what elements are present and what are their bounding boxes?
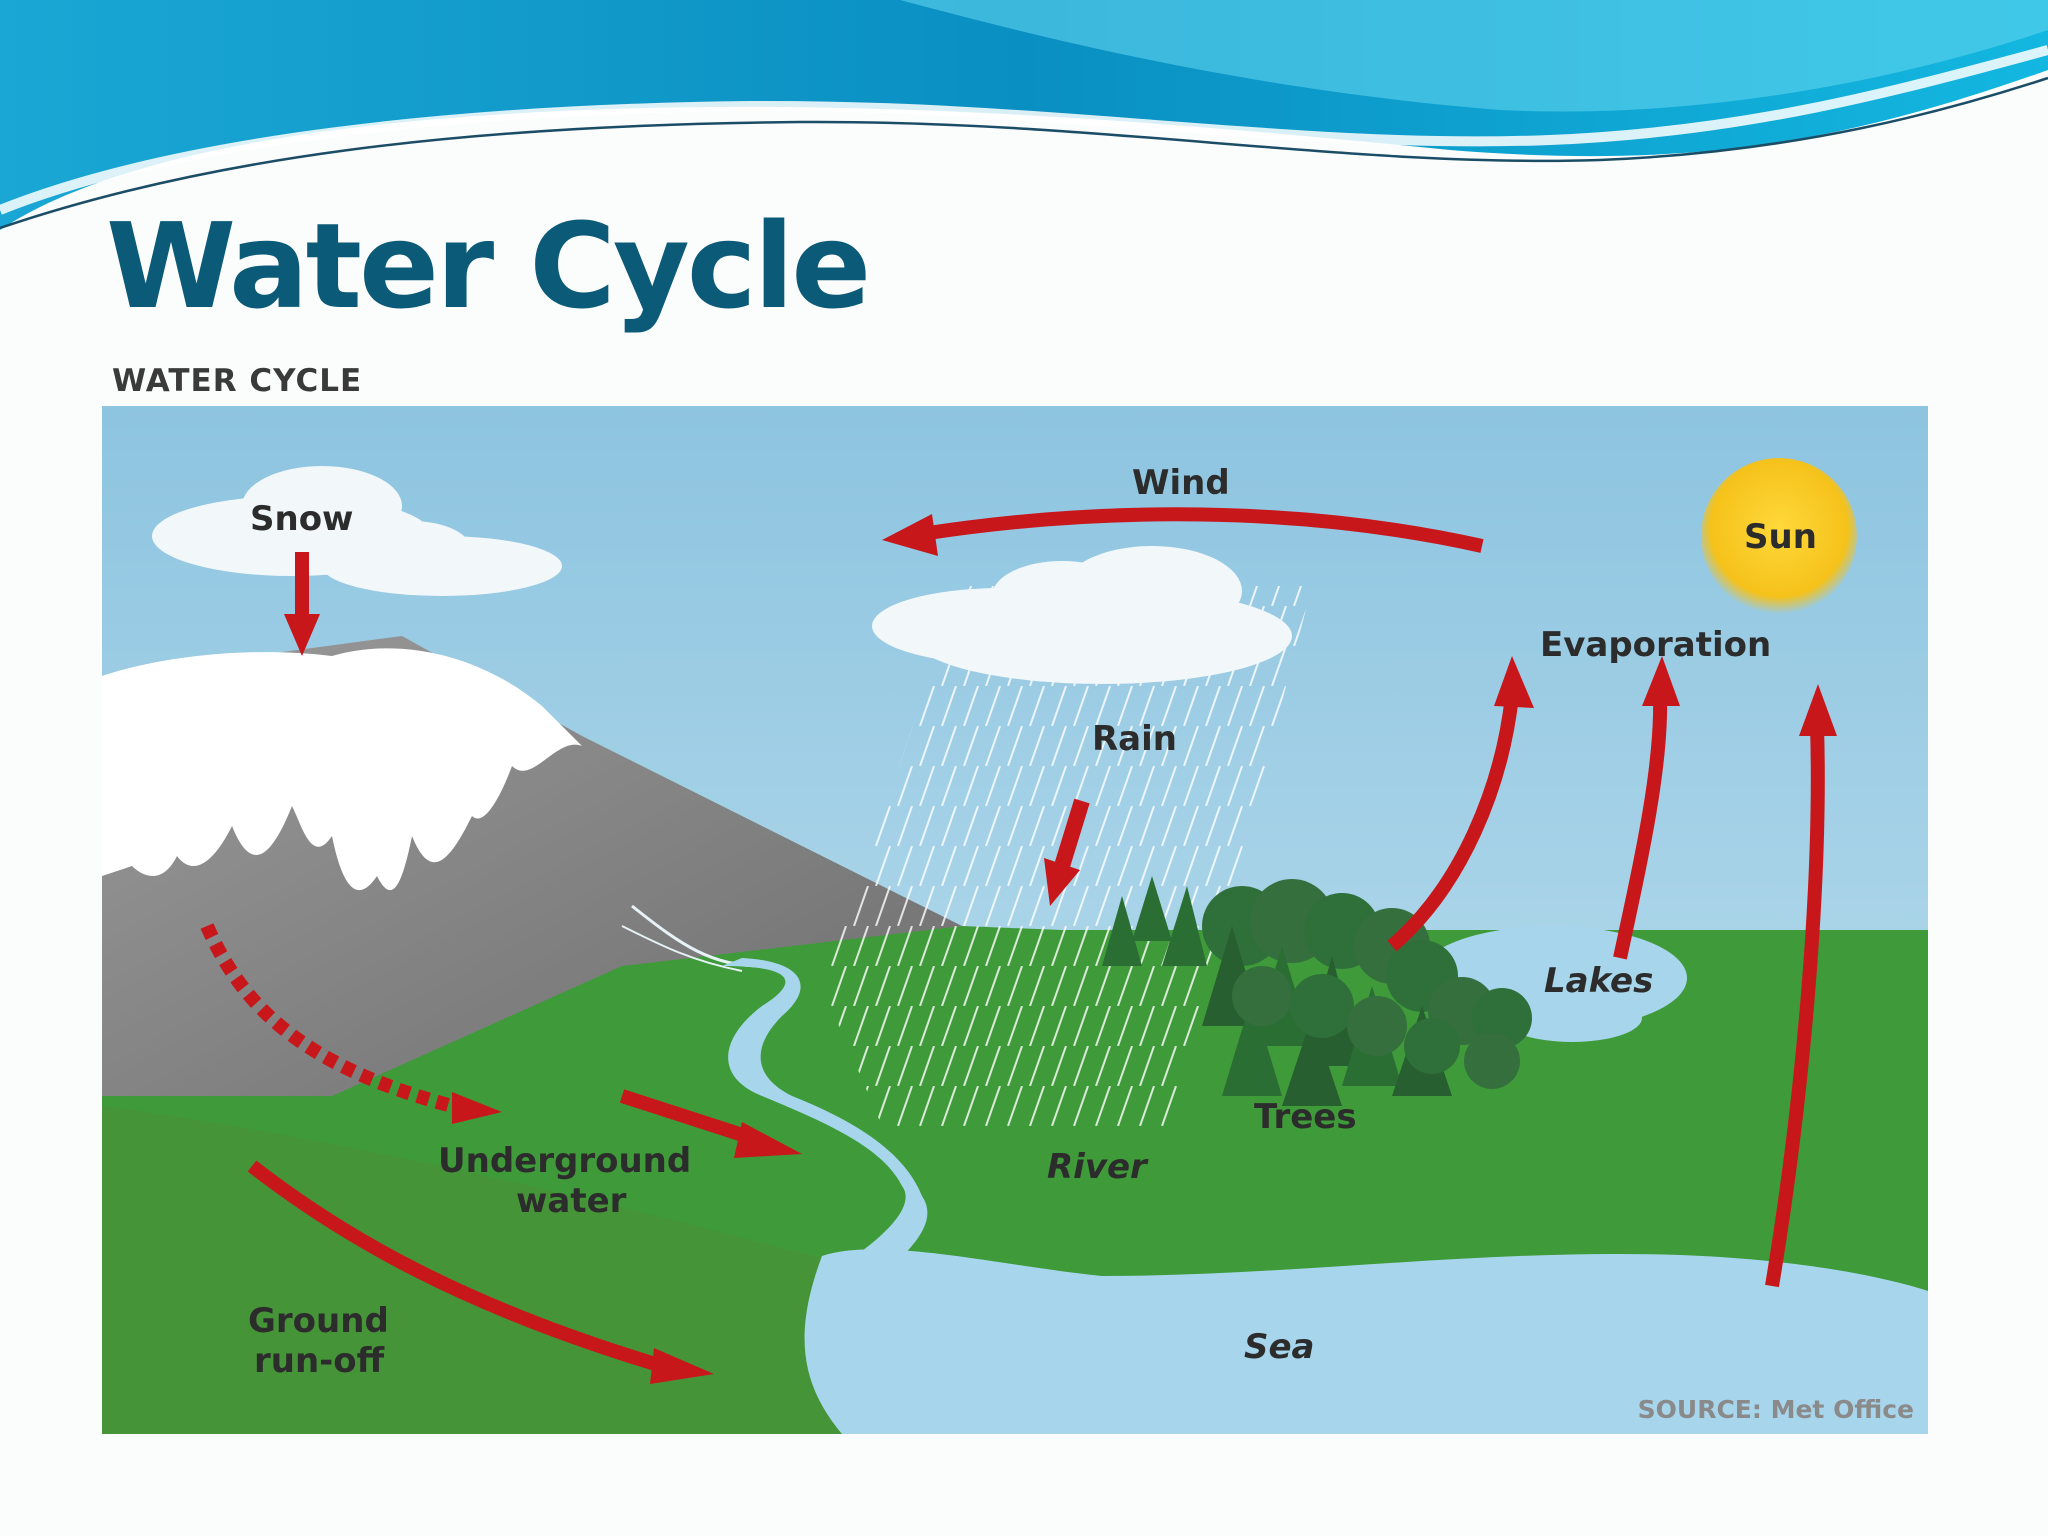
snow-cloud bbox=[152, 466, 562, 596]
label-wind: Wind bbox=[1132, 463, 1230, 503]
label-snow: Snow bbox=[250, 499, 353, 539]
label-river: River bbox=[1047, 1147, 1149, 1187]
rain-cloud bbox=[872, 546, 1292, 684]
wind-arrow bbox=[882, 507, 1484, 556]
label-underground-line1: Underground bbox=[438, 1141, 691, 1181]
runoff-arrow bbox=[247, 1160, 714, 1384]
label-sea: Sea bbox=[1244, 1327, 1315, 1367]
label-evaporation: Evaporation bbox=[1540, 625, 1771, 665]
sun bbox=[1701, 458, 1857, 614]
snow-arrow bbox=[284, 552, 320, 656]
label-lakes: Lakes bbox=[1544, 961, 1653, 1001]
underground-arrow-dashed bbox=[200, 923, 502, 1124]
river bbox=[722, 958, 928, 1286]
label-runoff-line2: run-off bbox=[254, 1341, 385, 1381]
label-sun: Sun bbox=[1744, 517, 1817, 557]
label-underground-line2: water bbox=[516, 1181, 627, 1221]
label-runoff-line1: Ground bbox=[248, 1301, 389, 1341]
slide-title: Water Cycle bbox=[106, 197, 871, 335]
diagram-heading: WATER CYCLE bbox=[112, 363, 363, 399]
evaporation-arrow-lake bbox=[1613, 656, 1680, 960]
header-wave bbox=[0, 0, 2048, 230]
mountain-snow-cap bbox=[102, 648, 582, 891]
rain-arrow bbox=[1044, 798, 1090, 906]
label-rain: Rain bbox=[1092, 719, 1177, 759]
evaporation-arrow-sea bbox=[1765, 684, 1837, 1288]
label-trees: Trees bbox=[1254, 1097, 1357, 1137]
water-cycle-diagram: Wind Snow Sun Evaporation Rain Lakes Tre… bbox=[102, 406, 1928, 1434]
sea bbox=[804, 1249, 1928, 1434]
evaporation-arrow-trees bbox=[1387, 656, 1534, 952]
trees bbox=[1102, 876, 1532, 1106]
source-credit: SOURCE: Met Office bbox=[1638, 1395, 1914, 1424]
underground-arrow bbox=[619, 1089, 802, 1158]
